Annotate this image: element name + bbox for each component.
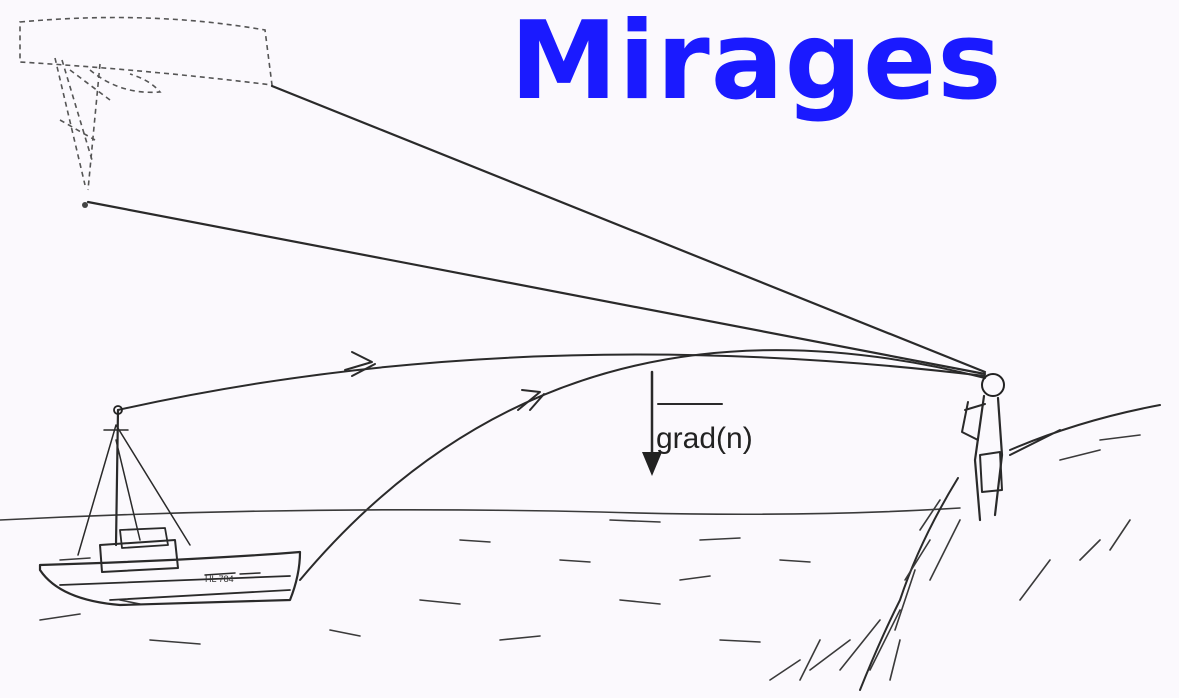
- page-title: Mirages: [510, 8, 1002, 116]
- apparent-sight-lines: [88, 86, 985, 374]
- boat-id-label: HL 784: [205, 574, 234, 584]
- curved-light-rays: [118, 350, 985, 580]
- fishing-boat: HL 784: [40, 406, 300, 605]
- observer: [962, 374, 1004, 520]
- gradient-label: grad(n): [656, 422, 753, 455]
- cliff: [770, 405, 1160, 690]
- mirage-image: [20, 18, 272, 209]
